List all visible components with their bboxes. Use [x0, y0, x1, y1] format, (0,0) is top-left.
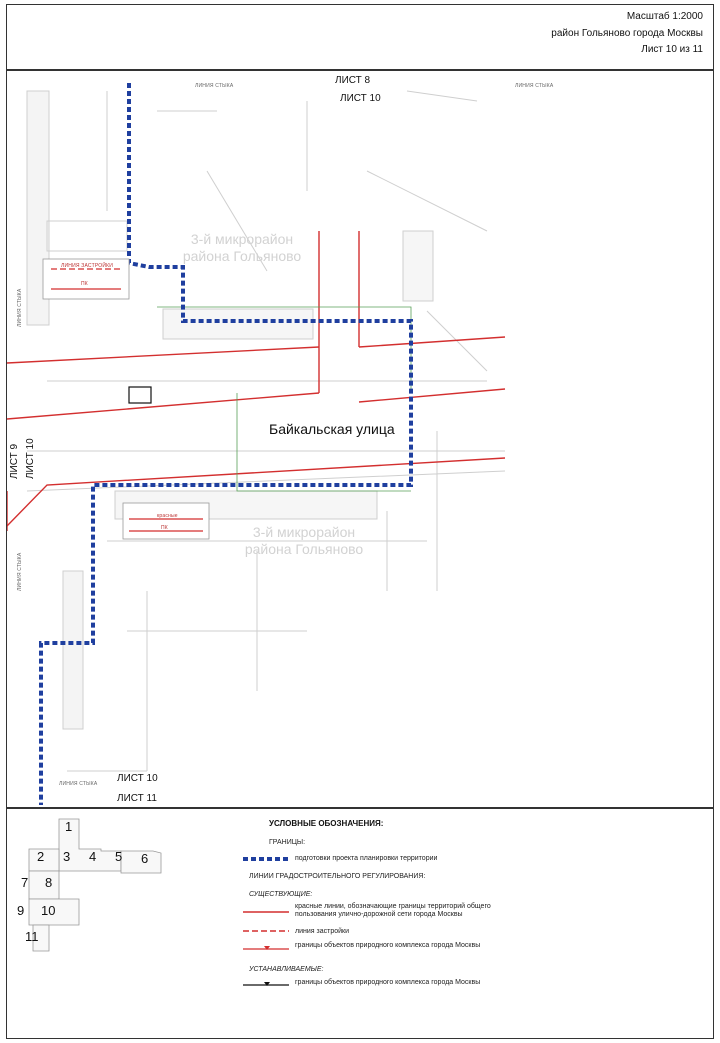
sheet-label-bottom-this: ЛИСТ 10 [117, 773, 158, 784]
building [62, 570, 84, 730]
marker-square [128, 386, 152, 404]
district-text: район Гольяново города Москвы [551, 28, 703, 39]
sheet-label-left-prev: ЛИСТ 9 [9, 443, 20, 479]
legend-nature-existing: границы объектов природного комплекса го… [295, 942, 481, 949]
legend-section-existing: СУЩЕСТВУЮЩИЕ: [249, 891, 313, 898]
legend-build-line: линия застройки [295, 928, 349, 935]
inset-box-top [42, 258, 130, 300]
sheet-label-top-this: ЛИСТ 10 [340, 93, 381, 104]
junction-label: ЛИНИЯ СТЫКА [195, 83, 234, 89]
sheet-index-number: 8 [45, 875, 53, 890]
scale-text: Масштаб 1:2000 [626, 11, 703, 22]
street-name: Байкальская улица [269, 421, 395, 437]
sheet-index-map [28, 818, 162, 952]
sheet-index-number: 5 [115, 849, 123, 864]
sheet-index-number: 10 [41, 903, 56, 918]
inset-label: ПК [161, 525, 168, 531]
legend-section-established: УСТАНАВЛИВАЕМЫЕ: [249, 966, 324, 973]
sheet-number: Лист 10 из 11 [641, 44, 703, 55]
legend-section-boundaries: ГРАНИЦЫ: [269, 839, 306, 846]
inset-label: ПК [81, 281, 88, 287]
sheet-index-number: 4 [89, 849, 97, 864]
district-name-bottom: 3-й микрорайон района Гольяново [244, 524, 364, 557]
junction-label: ЛИНИЯ СТЫКА [17, 552, 23, 591]
legend-panel: 1 2 3 4 5 6 7 8 9 10 11 УСЛОВНЫЕ ОБОЗНАЧ… [6, 808, 714, 1039]
building [46, 220, 128, 252]
sheet-label-top-prev: ЛИСТ 8 [335, 75, 371, 86]
sheet-index-number: 7 [21, 875, 29, 890]
title-block: Масштаб 1:2000 район Гольяново города Мо… [6, 4, 714, 70]
base-map [26, 90, 506, 772]
sheet-label-left-this: ЛИСТ 10 [25, 438, 36, 479]
junction-label: ЛИНИЯ СТЫКА [515, 83, 554, 89]
inset-label: ЛИНИЯ ЗАСТРОЙКИ [61, 263, 114, 269]
junction-label: ЛИНИЯ СТЫКА [59, 781, 98, 787]
red-lines [7, 231, 506, 531]
building [162, 308, 314, 340]
legend-planning: подготовки проекта планировки территории [295, 855, 438, 862]
inset-box-bottom [122, 502, 210, 540]
sheet-index-number: 2 [37, 849, 45, 864]
building [402, 230, 434, 302]
legend-symbols [243, 857, 289, 986]
inset-label: красные [157, 513, 178, 519]
sheet-index-number: 6 [141, 851, 149, 866]
legend-title: УСЛОВНЫЕ ОБОЗНАЧЕНИЯ: [269, 819, 384, 828]
sheet-index-number: 3 [63, 849, 71, 864]
sheet-index-number: 9 [17, 903, 25, 918]
planning-boundary [39, 83, 413, 805]
legend-nature-new: границы объектов природного комплекса го… [295, 979, 481, 986]
green-lines [157, 306, 412, 492]
sheet-index-number: 1 [65, 819, 73, 834]
legend-section-regulation: ЛИНИИ ГРАДОСТРОИТЕЛЬНОГО РЕГУЛИРОВАНИЯ: [249, 873, 426, 880]
map-area[interactable]: ЛИСТ 8 ЛИСТ 10 ЛИНИЯ СТЫКА ЛИНИЯ СТЫКА Л… [6, 70, 714, 808]
sheet-index-number: 11 [25, 929, 39, 944]
sheet-label-bottom-next: ЛИСТ 11 [117, 793, 157, 804]
district-name-top: 3-й микрорайон района Гольяново [182, 231, 302, 264]
junction-label: ЛИНИЯ СТЫКА [17, 288, 23, 327]
legend-red-lines: красные линии, обозначающие границы терр… [295, 903, 491, 918]
map-drawing [7, 83, 506, 805]
